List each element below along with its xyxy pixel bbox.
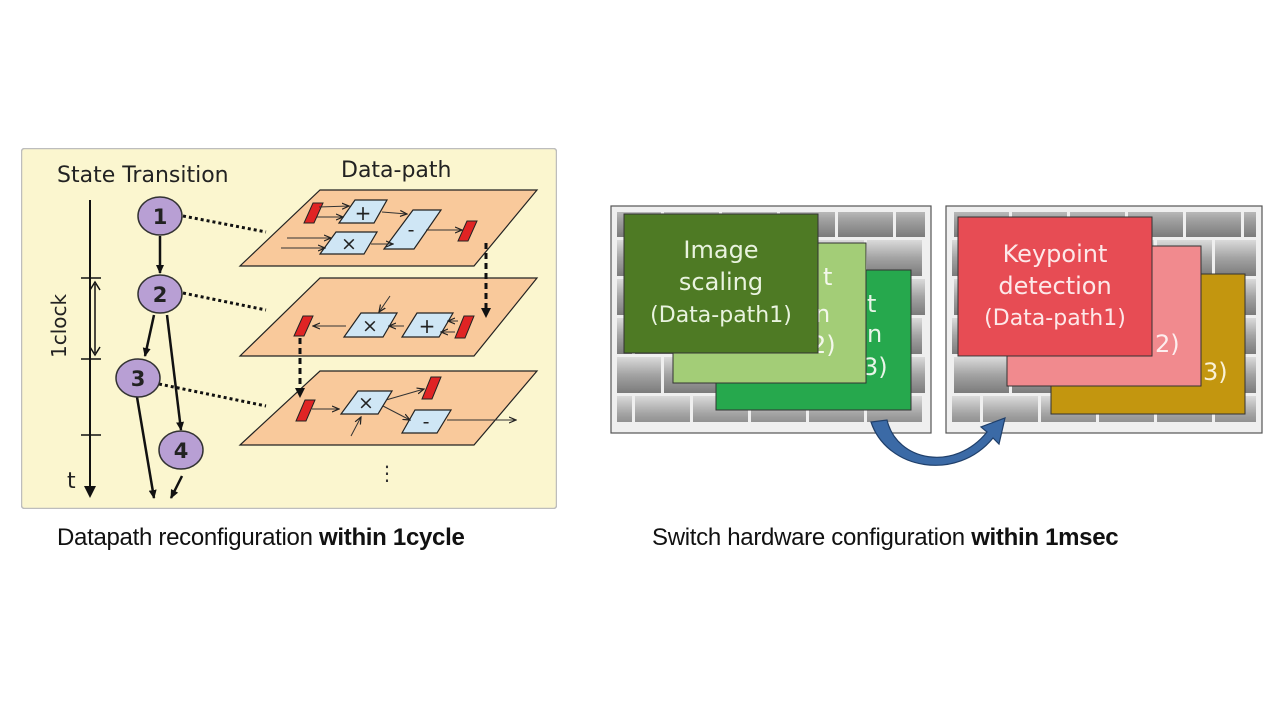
register xyxy=(454,315,475,339)
svg-text:n: n xyxy=(815,300,830,328)
datapath-layer-1: + × - xyxy=(238,189,539,267)
datapath1-block-keypoint-detection: Keypoint detection (Data-path1) xyxy=(957,216,1153,357)
time-axis xyxy=(81,200,101,498)
svg-text:Keypoint: Keypoint xyxy=(1003,240,1108,268)
clock-bracket xyxy=(89,280,101,357)
caption-emphasis: within 1cycle xyxy=(319,524,465,551)
operator-subtract xyxy=(400,409,453,434)
svg-text:+: + xyxy=(355,201,372,225)
svg-text:4: 4 xyxy=(174,439,189,463)
svg-text:3): 3) xyxy=(863,353,888,381)
svg-text:3): 3) xyxy=(1203,358,1228,386)
svg-text:(Data-path1): (Data-path1) xyxy=(984,306,1126,331)
datapath1-block-image-scaling: Image scaling (Data-path1) xyxy=(623,213,819,354)
svg-text:2: 2 xyxy=(153,283,168,307)
operator-subtract xyxy=(382,209,443,250)
register-transfer-arrows xyxy=(298,243,488,388)
fpga-before: t n 3) t n 2) Image scaling (Data-path1) xyxy=(610,205,932,434)
state-datapath-links xyxy=(158,214,267,408)
clock-label: 1clock xyxy=(47,293,71,358)
arrowhead xyxy=(295,388,305,398)
svg-text:n: n xyxy=(867,320,882,348)
svg-text:×: × xyxy=(341,233,357,255)
fpga-after: 3) 2) Keypoint detection (Data-path1) xyxy=(945,205,1263,434)
operator-add xyxy=(337,199,389,224)
datapath-layer-3: × - xyxy=(238,370,539,446)
svg-text:1: 1 xyxy=(153,205,168,229)
state-transition-arrows xyxy=(135,236,185,499)
svg-text:t: t xyxy=(867,290,876,318)
svg-text:detection: detection xyxy=(998,272,1111,300)
time-label: t xyxy=(67,469,76,494)
svg-text:-: - xyxy=(423,411,430,433)
datapath-title: Data-path xyxy=(341,158,451,183)
ellipsis: ⋮ xyxy=(377,461,397,485)
caption-text: Datapath reconfiguration xyxy=(57,524,320,551)
svg-text:(Data-path1): (Data-path1) xyxy=(650,303,792,328)
operator-multiply xyxy=(339,390,394,415)
svg-text:t: t xyxy=(823,263,832,291)
register xyxy=(293,315,314,337)
datapath-layer-2: × + xyxy=(238,277,539,357)
caption-switch-hardware: Switch hardware configuration within 1ms… xyxy=(652,524,1119,552)
caption-datapath-reconfiguration: Datapath reconfiguration within 1cycle xyxy=(57,524,465,552)
switch-arrow-icon xyxy=(870,417,1006,466)
arrowhead xyxy=(481,308,491,318)
register xyxy=(457,220,478,242)
svg-text:×: × xyxy=(358,392,374,414)
hardware-switch-diagram: t n 3) t n 2) Image scaling (Data-path1)… xyxy=(610,205,1263,466)
state-transition-title: State Transition xyxy=(57,163,229,188)
register xyxy=(295,399,316,422)
datapath-reconfiguration-diagram: State Transition Data-path t 1clock 1 2 xyxy=(21,148,557,509)
caption-text: Switch hardware configuration xyxy=(652,524,972,551)
svg-text:Image: Image xyxy=(683,236,758,264)
svg-text:scaling: scaling xyxy=(679,268,763,296)
svg-text:+: + xyxy=(419,314,436,338)
state-node-4: 4 xyxy=(158,430,204,470)
state-node-1: 1 xyxy=(137,196,183,236)
svg-text:×: × xyxy=(362,315,378,337)
register xyxy=(303,202,324,224)
state-node-2: 2 xyxy=(137,274,183,314)
svg-text:3: 3 xyxy=(131,367,146,391)
state-node-3: 3 xyxy=(115,358,161,398)
caption-emphasis: within 1msec xyxy=(971,524,1119,551)
svg-text:2): 2) xyxy=(1155,330,1180,358)
svg-text:-: - xyxy=(408,219,415,241)
